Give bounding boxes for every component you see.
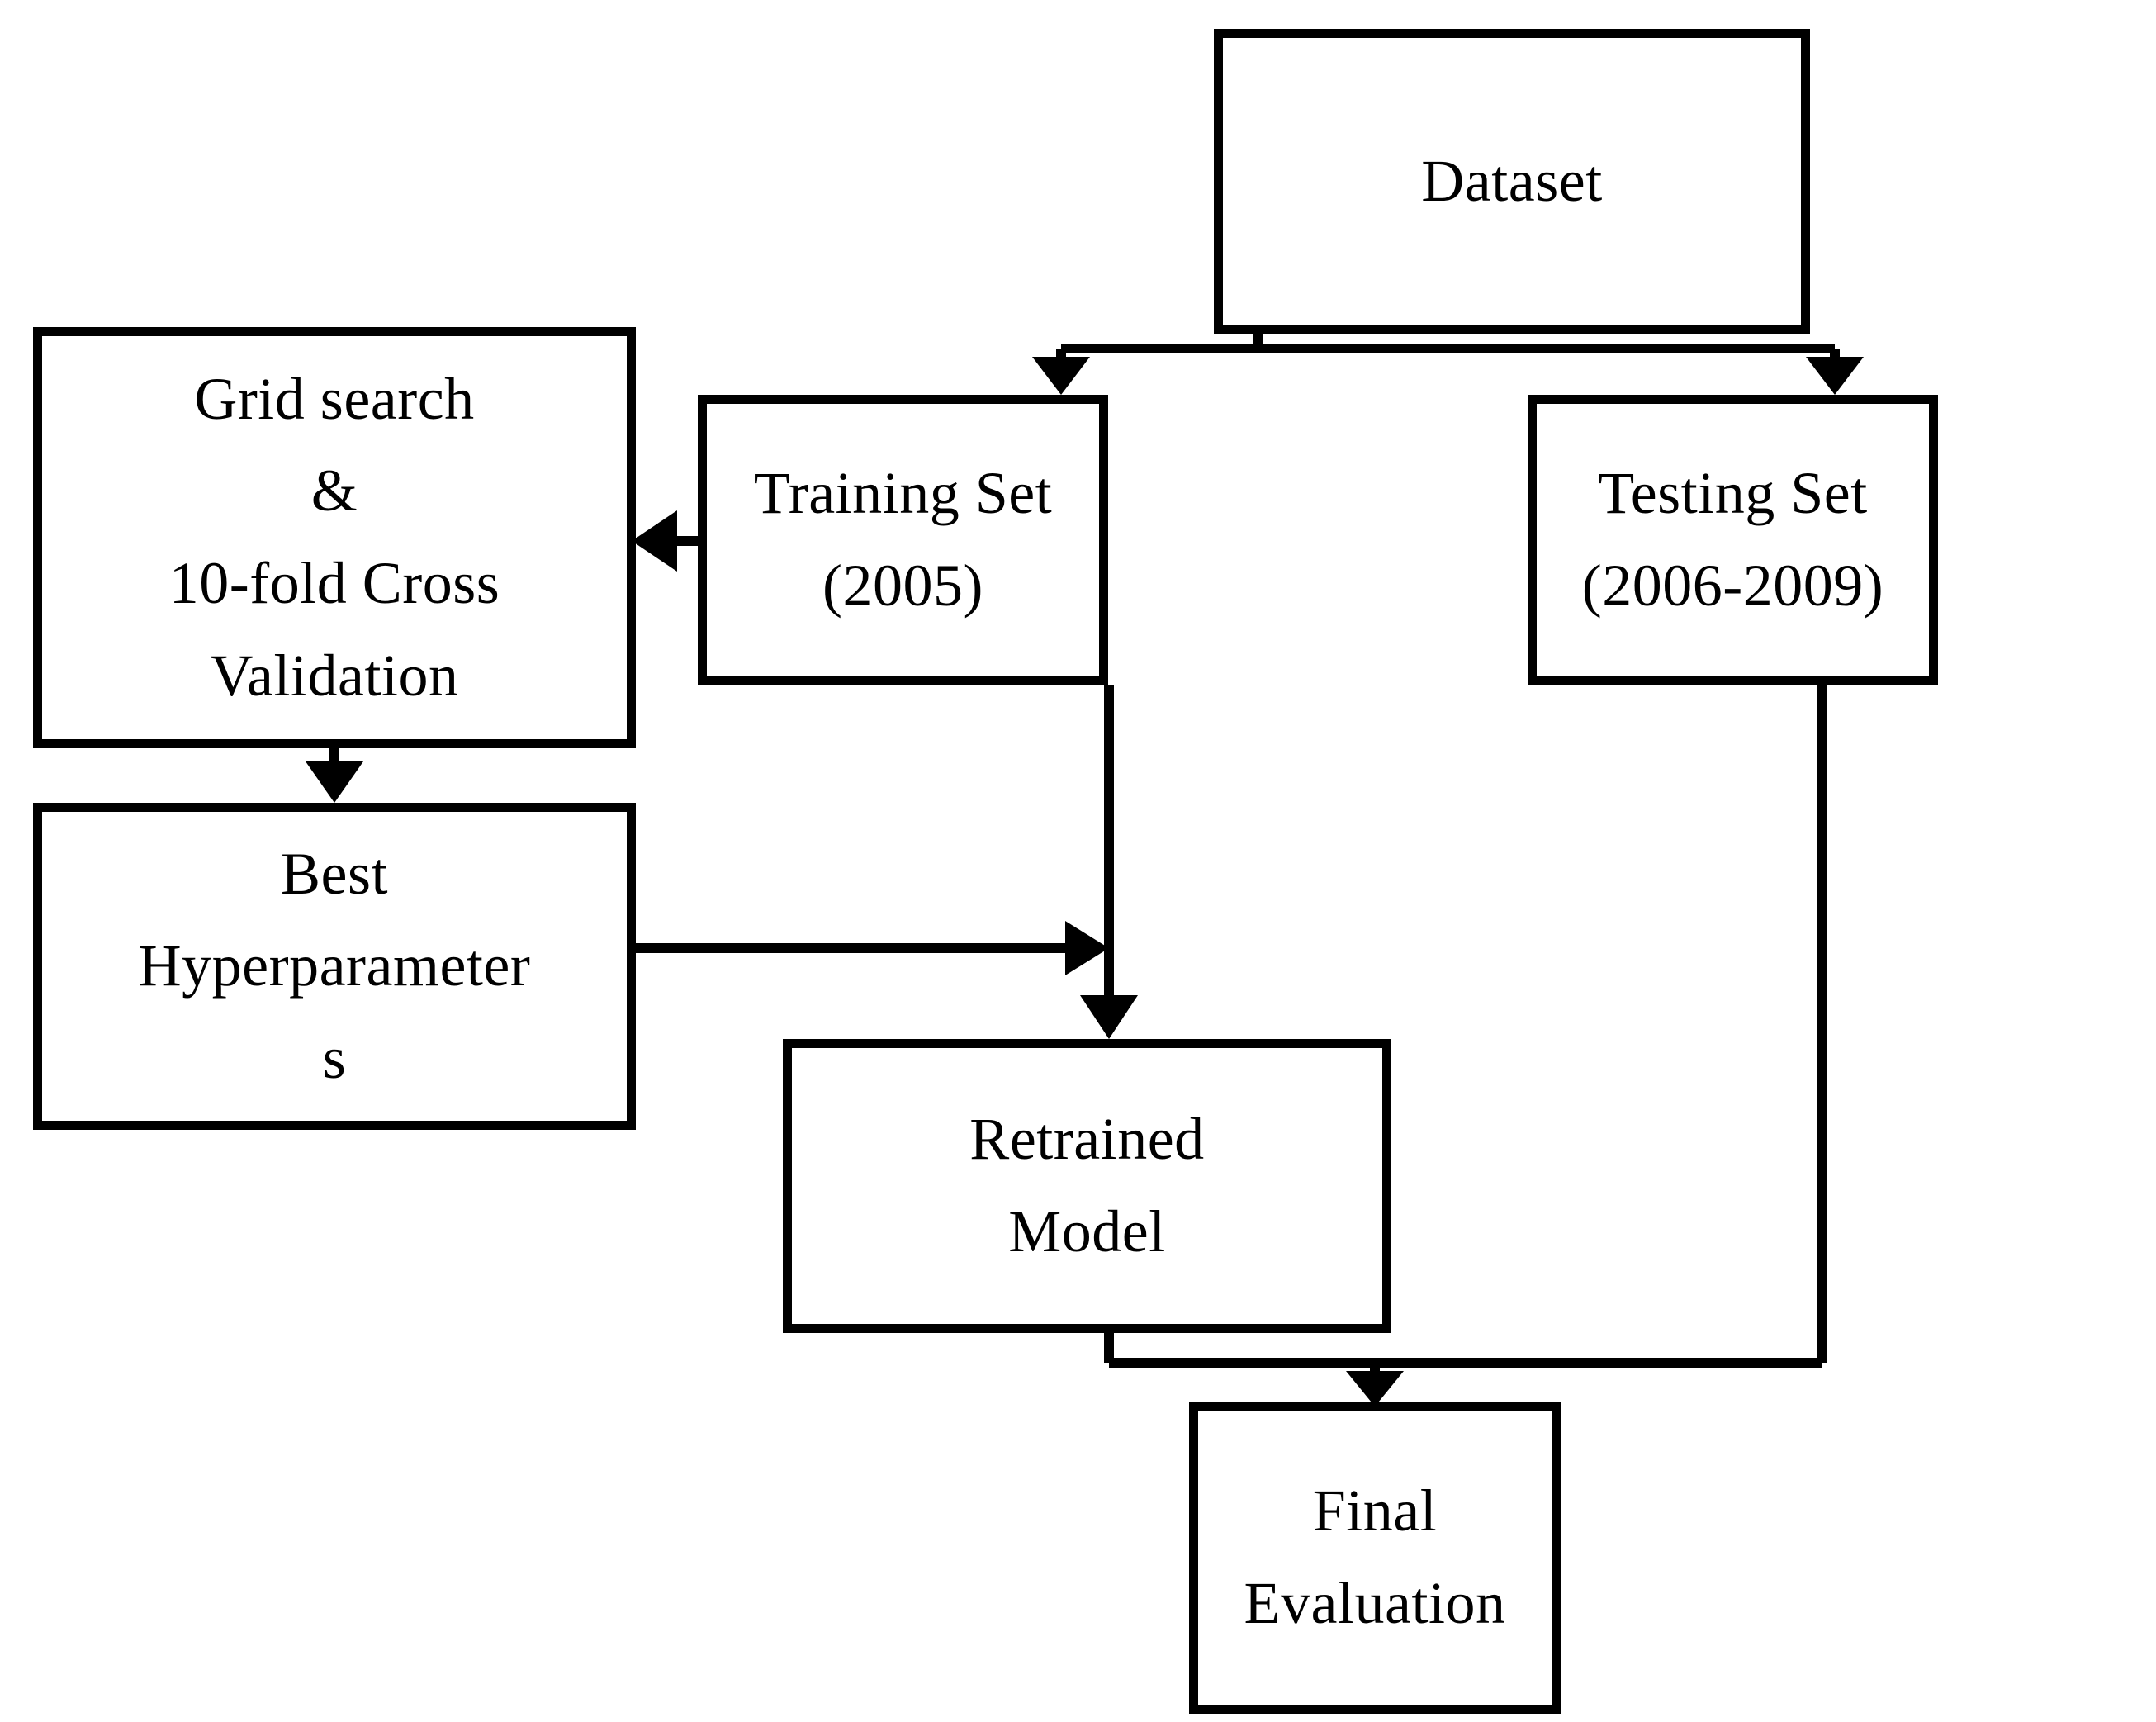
node-training-set-line-1: Training Set [753,460,1053,527]
node-dataset[interactable]: Dataset [1214,29,1810,334]
node-best-hyperparameters-line-1: Best [280,840,388,907]
edge-dataset-to-training-set [1032,334,1263,395]
node-retrained-model[interactable]: Retrained Model [783,1039,1391,1333]
node-retrained-model-line-1: Retrained [969,1106,1205,1173]
edge-training-set-to-grid-search [632,510,698,572]
edge-testing-set-to-final-evaluation [1375,685,1827,1368]
node-best-hyperparameters[interactable]: Best Hyperparameter s [33,803,636,1130]
node-testing-set-line-1: Testing Set [1598,460,1868,527]
edge-training-set-to-retrained-model [1080,685,1138,1039]
node-dataset-line-1: Dataset [1421,148,1603,215]
edge-grid-search-to-best-hyperparameters [306,748,363,803]
node-training-set[interactable]: Training Set (2005) [698,395,1108,685]
edge-retrained-model-to-final-evaluation [1104,1333,1404,1407]
node-retrained-model-line-2: Model [1008,1198,1166,1264]
node-grid-search[interactable]: Grid search & 10-fold Cross Validation [33,327,636,748]
node-final-evaluation-line-2: Evaluation [1244,1570,1506,1636]
node-grid-search-line-1: Grid search [194,365,475,432]
node-final-evaluation[interactable]: Final Evaluation [1189,1402,1561,1714]
node-grid-search-line-4: Validation [210,642,459,709]
node-training-set-line-2: (2005) [822,553,983,619]
node-testing-set-line-2: (2006-2009) [1581,553,1884,619]
edge-dataset-to-testing-set [1258,344,1864,395]
node-grid-search-line-2: & [310,458,358,524]
edge-best-hyperparameters-to-retrained-model [636,921,1109,975]
node-best-hyperparameters-line-3: s [322,1024,347,1091]
node-best-hyperparameters-line-2: Hyperparameter [138,932,531,999]
node-final-evaluation-line-1: Final [1312,1478,1438,1544]
node-grid-search-line-3: 10-fold Cross [168,550,500,616]
node-testing-set[interactable]: Testing Set (2006-2009) [1528,395,1938,685]
